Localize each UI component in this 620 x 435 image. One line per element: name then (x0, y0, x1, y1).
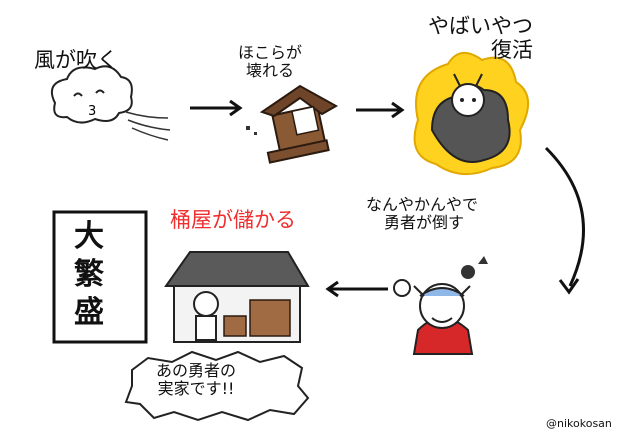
arrow-right (356, 101, 405, 119)
speech-line-1: あの勇者の (156, 361, 237, 380)
hero-line-1: なんやかんやで (366, 195, 479, 214)
hero-line-2: 勇者が倒す (384, 213, 465, 233)
arrow-curve (544, 146, 585, 295)
hero (393, 256, 488, 355)
shrine-line-2: 壊れる (246, 61, 295, 81)
step-hero-label: なんやかんやで 勇者が倒す (366, 195, 479, 233)
speech-line-2: 実家です!! (157, 379, 235, 399)
step-monster-label: やばいやつ 復活 (428, 14, 533, 62)
broken-shrine (246, 84, 339, 164)
step-wind-label: 風が吹く (34, 48, 118, 72)
step-profit-label: 桶屋が儲かる (170, 208, 296, 232)
sign-text: 大 繁 盛 (74, 218, 104, 332)
step-shrine-label: ほこらが 壊れる (238, 43, 303, 81)
monster-line-2: 復活 (491, 38, 533, 63)
sign-char-2: 繁 (74, 257, 104, 292)
speech-bubble (124, 350, 310, 422)
sign-char-3: 盛 (74, 295, 104, 330)
sign-board (52, 210, 148, 344)
arrow-left (325, 280, 388, 298)
monster-line-1: やばいやつ (428, 14, 533, 38)
svg-text:3: 3 (88, 104, 96, 119)
revived-monster (413, 52, 529, 175)
speech-text: あの勇者の 実家です!! (156, 361, 237, 399)
shrine-line-1: ほこらが (238, 43, 303, 62)
wind-cloud: 3 (51, 65, 171, 141)
barrel-shop (164, 251, 310, 343)
credit: @nikokosan (546, 417, 612, 430)
sign-char-1: 大 (74, 219, 104, 254)
arrow-right (190, 99, 243, 117)
